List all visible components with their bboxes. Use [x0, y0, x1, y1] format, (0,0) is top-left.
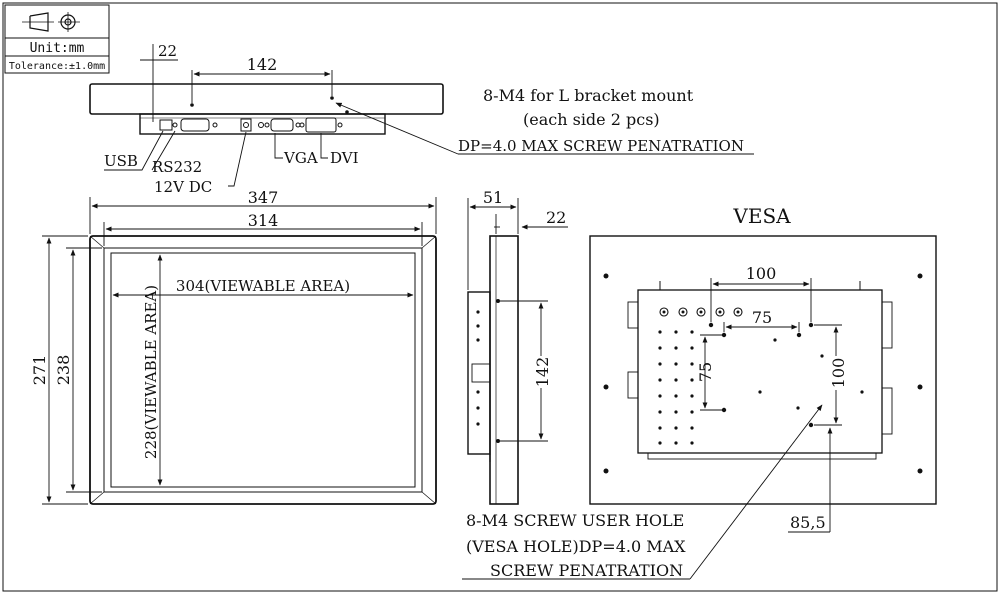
usb-label: USB — [104, 152, 138, 170]
dim-314: 314 — [248, 211, 279, 230]
unit-label: Unit:mm — [30, 41, 85, 56]
top-view: 22 142 8-M4 for L bracket mount (each si… — [89, 42, 754, 196]
dim-75-vertical: 75 — [696, 362, 715, 382]
rear-view: VESA — [462, 204, 937, 580]
drawing-border — [2, 2, 998, 592]
bracket-note-line-3: DP=4.0 MAX SCREW PENATRATION — [458, 137, 744, 155]
front-view: 347 314 304(VIEWABLE AREA) 271 238 228(V… — [30, 188, 437, 505]
vesa-hole — [721, 332, 727, 338]
rear-hole-grid — [658, 330, 864, 445]
dim-51: 51 — [483, 188, 503, 207]
dim-22-top: 22 — [158, 42, 177, 60]
dim-347: 347 — [248, 188, 279, 207]
vga-label: VGA — [283, 149, 318, 167]
side-view: 51 22 142 — [467, 188, 568, 505]
bracket-note-line-1: 8-M4 for L bracket mount — [483, 86, 694, 105]
dim-271: 271 — [30, 355, 49, 386]
vesa-hole — [808, 422, 814, 428]
usb-port — [159, 119, 173, 131]
vesa-hole — [721, 407, 727, 413]
title-block: Unit:mm Tolerance:±1.0mm — [4, 4, 110, 74]
vesa-hole — [808, 322, 814, 328]
vesa-hole — [796, 332, 802, 338]
dim-viewable-width: 304(VIEWABLE AREA) — [176, 277, 350, 295]
vesa-hole — [708, 322, 714, 328]
dc-label: 12V DC — [154, 178, 212, 196]
screw-note-line-2: (VESA HOLE)DP=4.0 MAX — [466, 537, 686, 556]
dim-142-side: 142 — [533, 357, 552, 388]
dim-100-horizontal: 100 — [746, 264, 777, 283]
dim-85-5: 85,5 — [790, 513, 826, 532]
rs232-port — [180, 118, 210, 132]
dvi-port — [305, 117, 337, 133]
dim-100-vertical: 100 — [829, 358, 848, 389]
dim-viewable-height: 228(VIEWABLE AREA) — [142, 285, 160, 459]
screw-note-line-3: SCREW PENATRATION — [490, 561, 683, 580]
rs232-label: RS232 — [152, 158, 202, 176]
bracket-note-line-2: (each side 2 pcs) — [523, 110, 660, 129]
dc-port — [240, 118, 252, 132]
vga-port — [270, 118, 294, 132]
dvi-label: DVI — [330, 149, 359, 167]
dim-142-top: 142 — [247, 55, 278, 74]
projection-symbol-icon — [22, 12, 80, 32]
tolerance-label: Tolerance:±1.0mm — [9, 61, 105, 72]
dim-238: 238 — [54, 355, 73, 386]
dim-75-horizontal: 75 — [752, 308, 772, 327]
screw-note-line-1: 8-M4 SCREW USER HOLE — [466, 511, 684, 530]
vesa-title: VESA — [732, 204, 791, 228]
dim-22-side: 22 — [546, 208, 566, 227]
